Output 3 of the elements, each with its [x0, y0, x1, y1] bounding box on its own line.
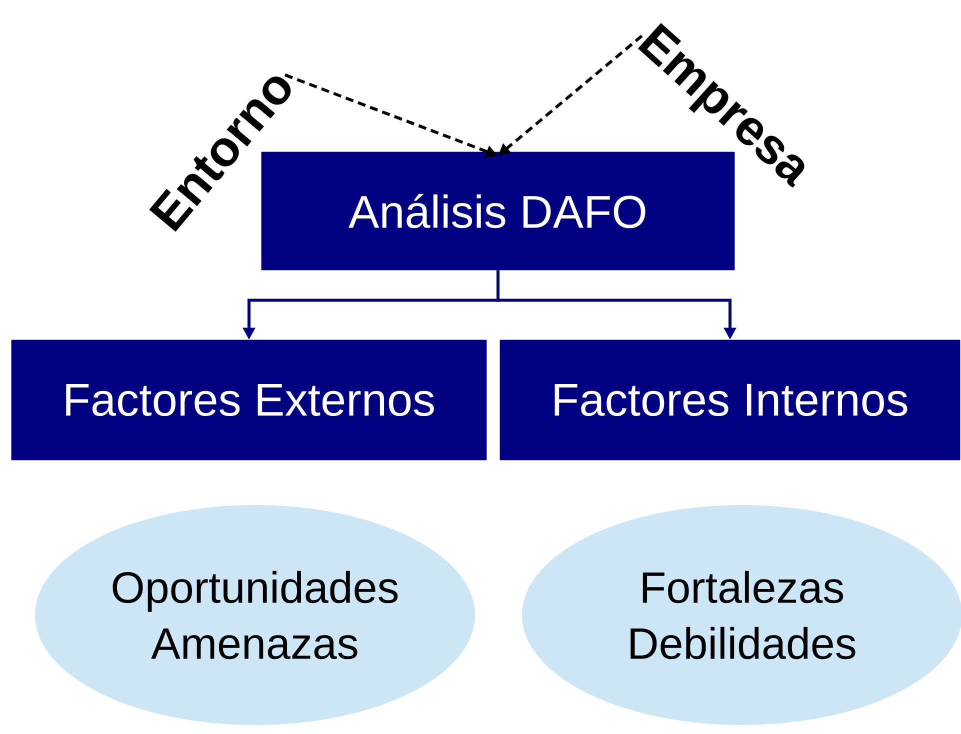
process-box: Análisis DAFO — [261, 152, 735, 270]
process-box: Factores Externos — [11, 340, 487, 460]
process-box: Factores Internos — [500, 340, 960, 460]
